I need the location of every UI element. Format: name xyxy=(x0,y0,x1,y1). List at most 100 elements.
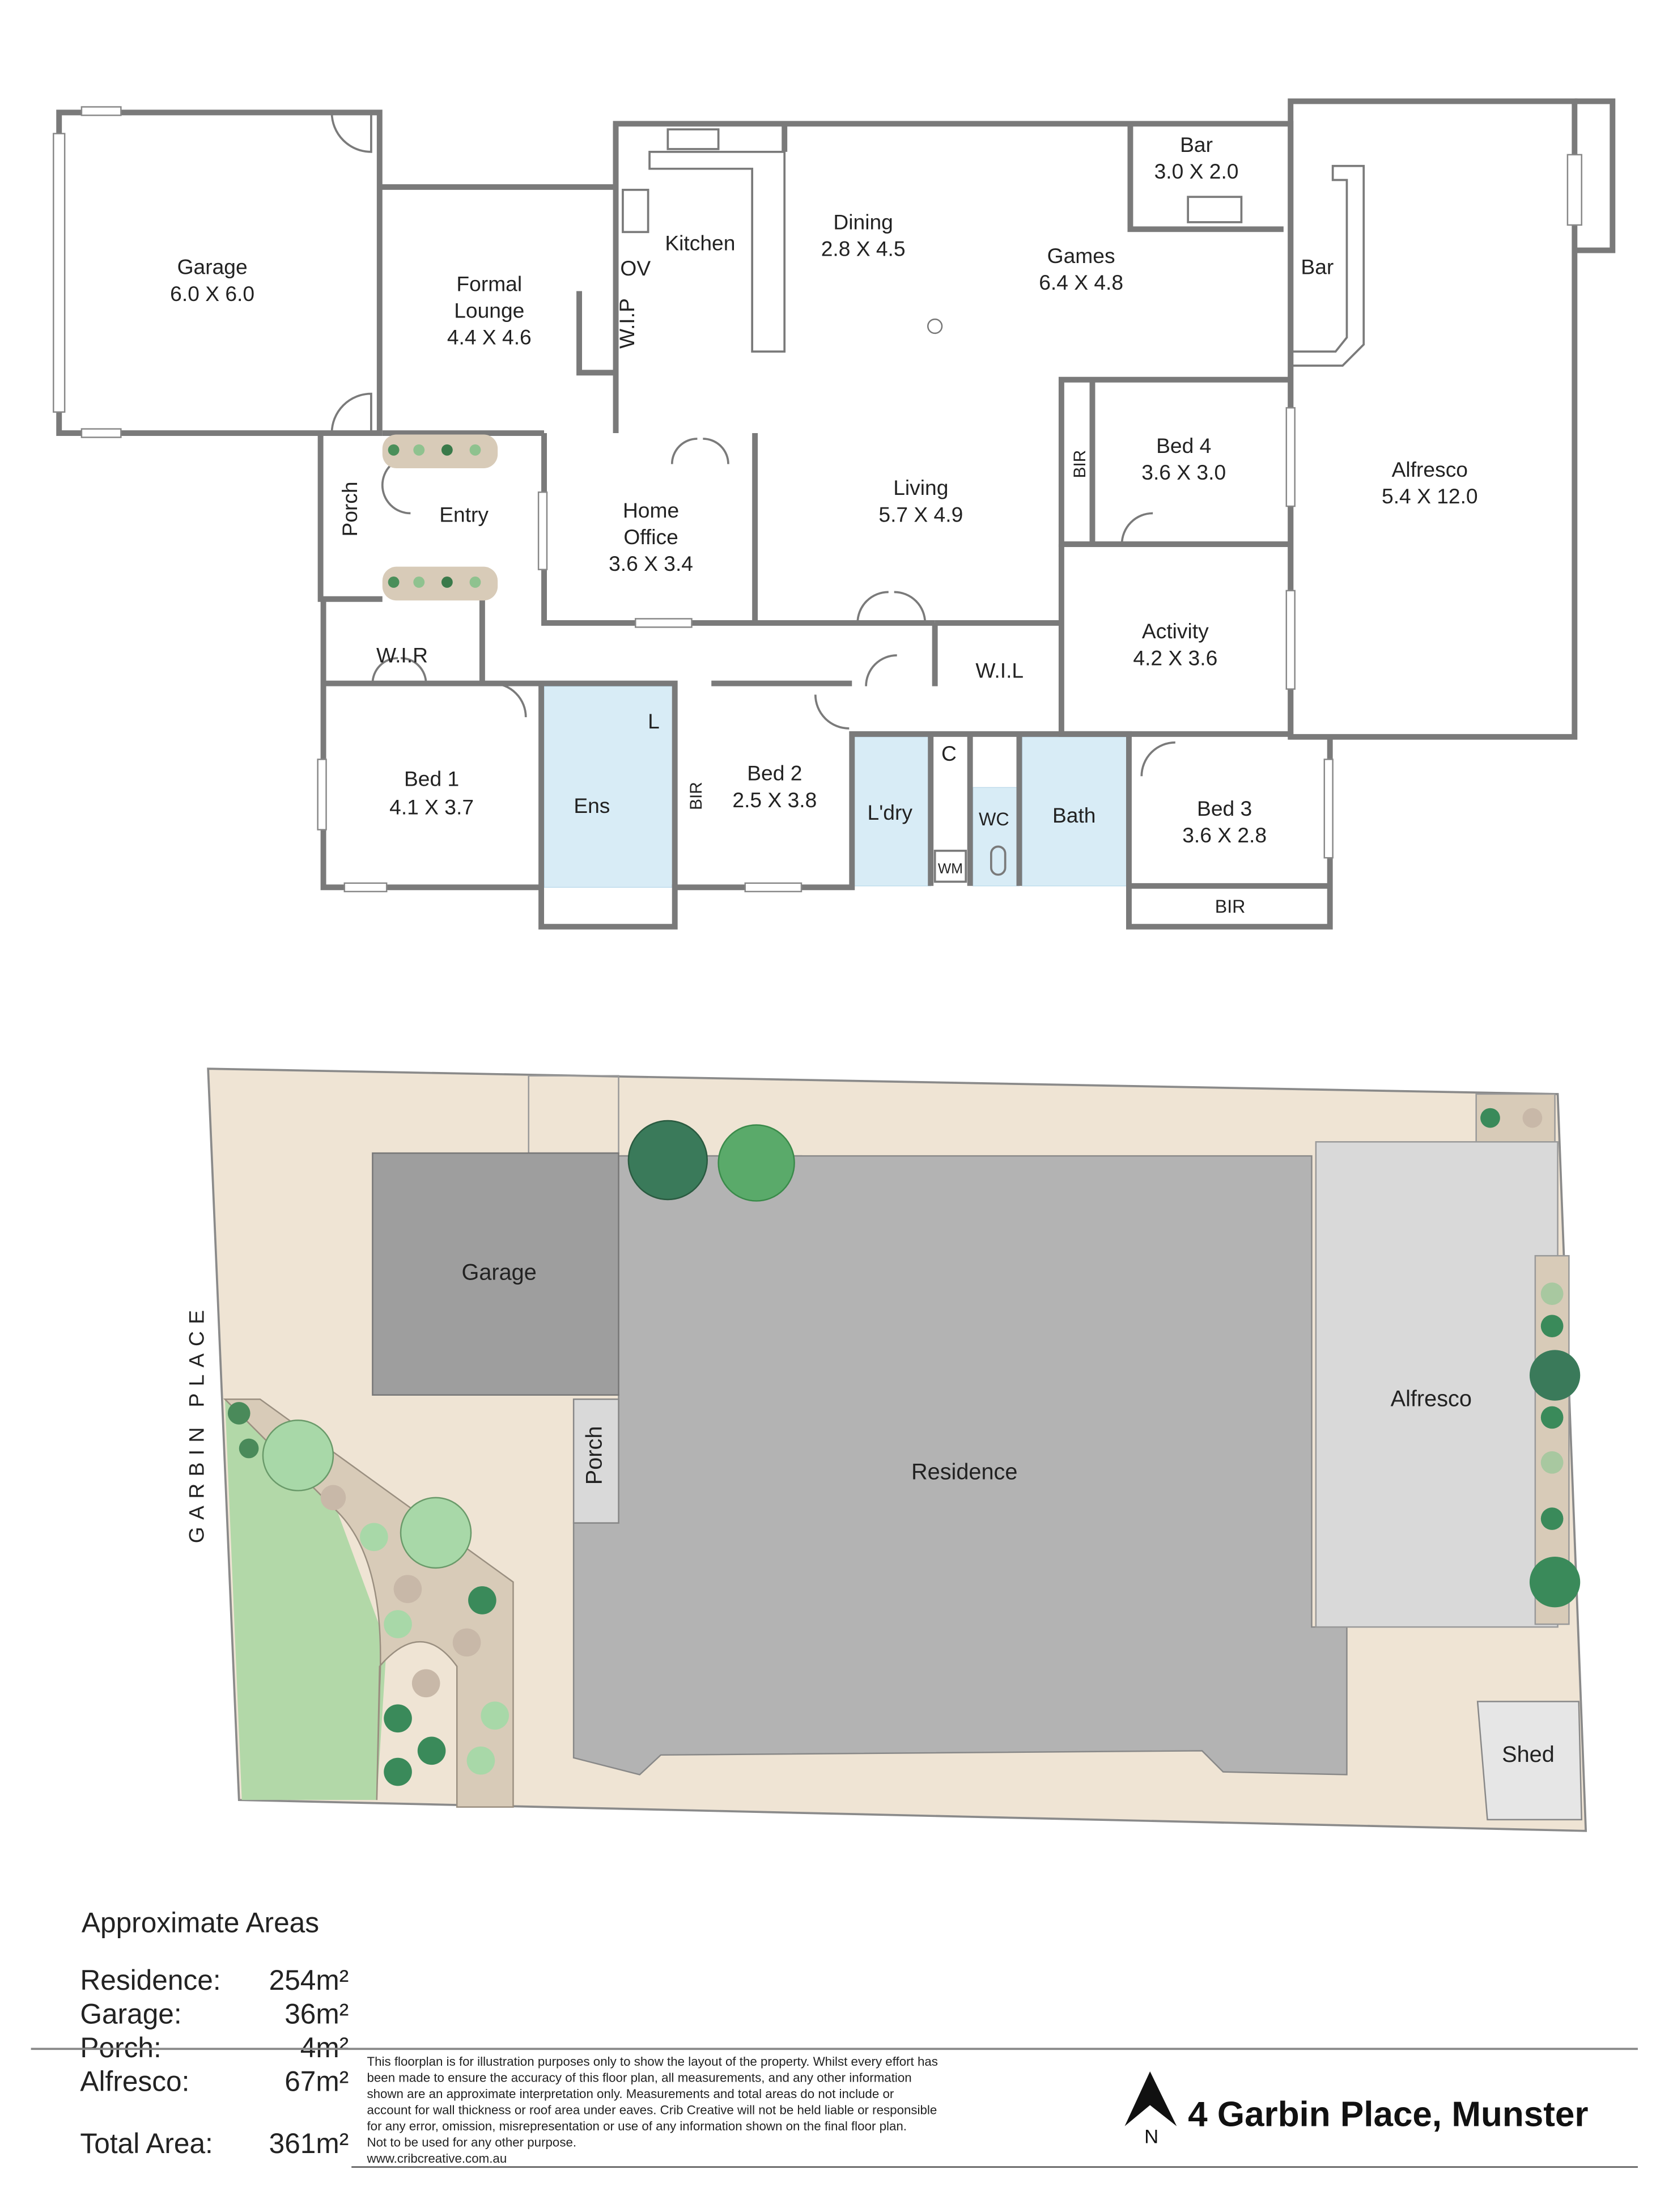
room-dims: 3.6 X 3.0 xyxy=(1141,460,1226,484)
shrub-icon xyxy=(384,1610,412,1638)
room-name: Games xyxy=(1047,244,1115,268)
bed1-door xyxy=(492,682,527,718)
area-value: 67m² xyxy=(285,2066,349,2097)
area-value: 254m² xyxy=(269,1964,349,1996)
shrub-icon xyxy=(1480,1108,1500,1128)
site-label: Garage xyxy=(461,1260,536,1285)
shrub-icon xyxy=(1540,1507,1564,1530)
wc-tiles xyxy=(972,787,1020,887)
room-name: Living xyxy=(893,476,948,499)
room-name: L'dry xyxy=(868,800,913,824)
room-name: Bath xyxy=(1052,803,1096,827)
lawn xyxy=(224,1399,387,1800)
room-name: W.I.L xyxy=(975,659,1024,683)
washing-machine-icon xyxy=(933,849,967,883)
room-name: Activity xyxy=(1142,619,1209,643)
kitchen-bench xyxy=(648,151,786,353)
disclaimer-line: This floorplan is for illustration purpo… xyxy=(367,2054,937,2069)
shrub-icon xyxy=(384,1704,412,1733)
wir-door xyxy=(371,657,427,684)
window xyxy=(80,428,122,438)
room-name: Garage xyxy=(177,255,248,279)
window xyxy=(1566,154,1582,226)
window xyxy=(744,882,802,892)
area-label: Alfresco: xyxy=(80,2066,189,2097)
room-name: BIR xyxy=(687,782,706,810)
planter xyxy=(382,434,498,469)
room-name: Alfresco xyxy=(1392,457,1468,481)
total-area-value: 361m² xyxy=(269,2128,349,2159)
office-door xyxy=(670,438,729,464)
room-dims: 3.6 X 2.8 xyxy=(1182,823,1267,847)
site-label: Residence xyxy=(911,1460,1017,1485)
planter xyxy=(382,566,498,601)
shrub-icon xyxy=(1540,1451,1564,1474)
room-name: Bed 2 xyxy=(747,761,802,785)
bedroom-walls xyxy=(323,599,1022,888)
living-door xyxy=(856,591,927,623)
toilet-icon xyxy=(990,845,1007,876)
alfresco-bar-counter xyxy=(1290,164,1365,367)
door-swing xyxy=(330,392,372,434)
room-name: Bed 4 xyxy=(1156,434,1211,457)
shrub-icon xyxy=(384,1757,412,1786)
window xyxy=(1285,590,1296,690)
shed-footprint xyxy=(1476,1701,1582,1821)
areas-table: Approximate Areas Residence: 254m² Garag… xyxy=(80,1906,349,2159)
room-dims: 4.4 X 4.6 xyxy=(447,325,532,349)
areas-title: Approximate Areas xyxy=(82,1906,319,1938)
shrub-icon xyxy=(239,1438,259,1459)
website-link[interactable]: www.cribcreative.com.au xyxy=(366,2151,507,2166)
property-address: 4 Garbin Place, Munster xyxy=(1188,2095,1588,2134)
bed2-door xyxy=(814,694,850,730)
hall-door xyxy=(865,654,897,687)
room-name: L xyxy=(648,709,660,733)
disclaimer-line: shown are an approximate interpretation … xyxy=(367,2087,894,2101)
window xyxy=(635,618,693,628)
total-area-label: Total Area: xyxy=(80,2128,213,2159)
site-label: Alfresco xyxy=(1391,1387,1472,1412)
window xyxy=(1323,758,1334,859)
disclaimer-line: Not to be used for any other purpose. xyxy=(367,2135,576,2150)
area-label: Porch: xyxy=(80,2032,161,2063)
room-name: Bed 3 xyxy=(1197,796,1252,820)
shrub-icon xyxy=(466,1746,495,1775)
room-name: Entry xyxy=(439,502,489,526)
alfresco-footprint xyxy=(1315,1141,1559,1628)
bar-walls xyxy=(1127,124,1284,232)
room-dims: 5.4 X 12.0 xyxy=(1382,484,1478,508)
activity-walls xyxy=(932,544,1291,737)
window xyxy=(537,491,548,570)
room-name: Porch xyxy=(338,481,362,536)
room-dims: 3.0 X 2.0 xyxy=(1154,159,1239,183)
laundry-tiles xyxy=(853,736,931,887)
bar-sink-icon xyxy=(1187,196,1243,223)
street-name: GARBIN PLACE xyxy=(185,1303,209,1544)
porch-footprint xyxy=(572,1398,619,1524)
room-name: Bar xyxy=(1301,255,1334,279)
shrub-icon xyxy=(320,1485,346,1511)
tree-icon xyxy=(400,1497,472,1569)
room-name: Bar xyxy=(1180,133,1213,156)
tree-icon xyxy=(627,1120,708,1201)
room-name: Office xyxy=(623,525,678,549)
window xyxy=(343,882,388,892)
alfresco-walls xyxy=(1288,98,1578,740)
room-dims: 6.0 X 6.0 xyxy=(170,282,254,306)
shrub-icon xyxy=(360,1523,388,1552)
window xyxy=(1285,407,1296,507)
room-name: Lounge xyxy=(454,299,524,323)
room-name: W.I.P xyxy=(615,298,639,349)
room-name: Home xyxy=(623,498,679,522)
bed4-walls xyxy=(1058,376,1291,547)
alfresco-annex xyxy=(1574,98,1616,253)
sink-icon xyxy=(666,128,720,150)
garage-footprint xyxy=(372,1152,619,1396)
site-label: Shed xyxy=(1502,1742,1555,1767)
room-dims: 3.6 X 3.4 xyxy=(609,552,693,575)
room-name: W.I.R xyxy=(376,643,428,667)
room-name: Formal xyxy=(456,272,522,295)
title-block: N 4 Garbin Place, Munster xyxy=(1124,2071,1588,2147)
kitchen-walls xyxy=(576,124,788,434)
